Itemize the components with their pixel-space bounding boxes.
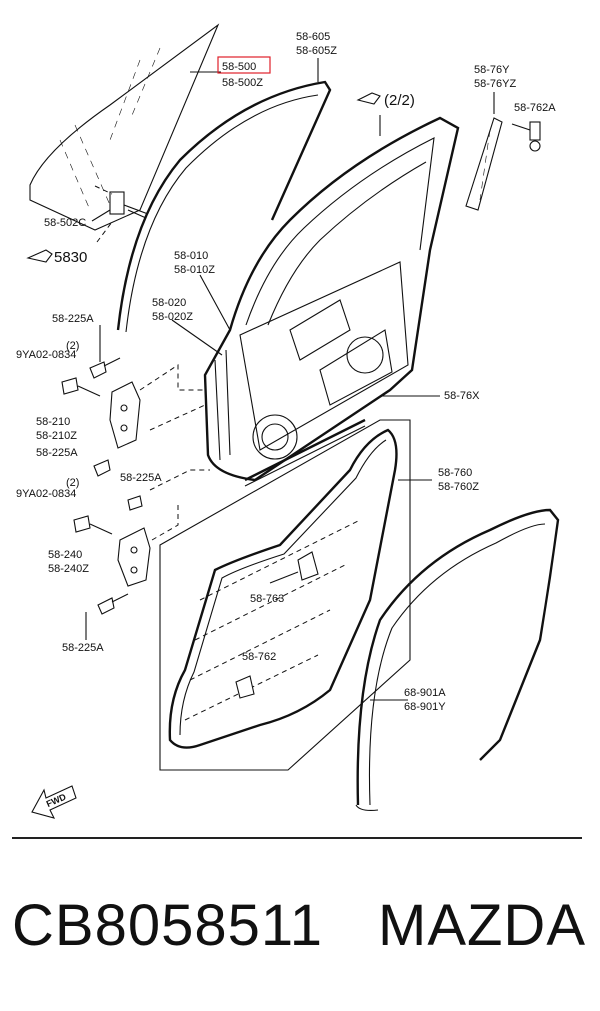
lower-hinge (117, 527, 151, 587)
label-58-760Z: 58-760Z (438, 481, 479, 493)
label-58-76YZ: 58-76YZ (474, 78, 516, 90)
label-58-020: 58-020 (152, 297, 186, 309)
label-68-901A: 68-901A (404, 687, 446, 699)
label-58-210Z: 58-210Z (36, 430, 77, 442)
label-ref-2-2: (2/2) (384, 92, 415, 109)
door-frame (203, 116, 460, 482)
label-58-500: 58-500 (222, 61, 256, 73)
label-58-760: 58-760 (438, 467, 472, 479)
label-58-240Z: 58-240Z (48, 563, 89, 575)
label-58-763: 58-763 (250, 593, 284, 605)
glass-clip (109, 191, 149, 219)
highlight-box (217, 56, 271, 74)
seal-clip-58762 (235, 675, 255, 699)
belt-molding (244, 418, 366, 487)
brand-name: MAZDA (378, 893, 586, 958)
label-58-225A-2: 58-225A (36, 447, 78, 459)
label-58-240: 58-240 (48, 549, 82, 561)
label-58-502C: 58-502C (44, 217, 86, 229)
label-58-225A-1: 58-225A (52, 313, 94, 325)
part-number: CB8058511 (12, 893, 324, 958)
upper-hinge-bolt (89, 357, 121, 379)
glass-run-channel (116, 80, 332, 333)
label-58-010: 58-010 (174, 250, 208, 262)
label-58-010Z: 58-010Z (174, 264, 215, 276)
door-molding-strip (465, 117, 503, 211)
hinge-bolt-3 (127, 495, 143, 511)
label-qty-2-2: (2) (66, 477, 79, 489)
door-glass (29, 23, 220, 231)
reference-arrow-icon (26, 249, 53, 263)
lower-hinge-screw (73, 515, 113, 535)
label-58-605: 58-605 (296, 31, 330, 43)
label-9YA02-0834-1: 9YA02-0834 (16, 349, 76, 361)
label-58-76Y: 58-76Y (474, 64, 510, 76)
footer: CB8058511 MAZDA (0, 892, 600, 972)
label-58-500Z: 58-500Z (222, 77, 263, 89)
label-9YA02-0834-2: 9YA02-0834 (16, 488, 76, 500)
lower-hinge-bolt-2 (97, 593, 129, 615)
door-seal-inset (159, 419, 411, 771)
upper-hinge (109, 381, 141, 449)
lower-hinge-bolt-1 (93, 459, 111, 477)
label-58-225A-4: 58-225A (62, 642, 104, 654)
label-58-020Z: 58-020Z (152, 311, 193, 323)
body-weatherstrip (355, 508, 560, 811)
label-68-901Y: 68-901Y (404, 701, 446, 713)
label-ref-5830: 5830 (54, 249, 87, 266)
seal-clip-58763 (297, 551, 319, 581)
label-58-210: 58-210 (36, 416, 70, 428)
molding-clip (529, 121, 541, 152)
upper-hinge-screw (61, 377, 101, 397)
label-58-605Z: 58-605Z (296, 45, 337, 57)
door-parts-diagram: 58-500 58-500Z 58-605 58-605Z 58-502C 58… (16, 23, 560, 819)
label-58-762A: 58-762A (514, 102, 556, 114)
fwd-arrow-icon (31, 785, 77, 819)
label-qty-2-1: (2) (66, 340, 79, 352)
label-58-762: 58-762 (242, 651, 276, 663)
reference-arrow-icon-2 (356, 92, 381, 105)
diagram-divider (12, 837, 582, 839)
label-58-76X: 58-76X (444, 390, 480, 402)
label-58-225A-3: 58-225A (120, 472, 162, 484)
